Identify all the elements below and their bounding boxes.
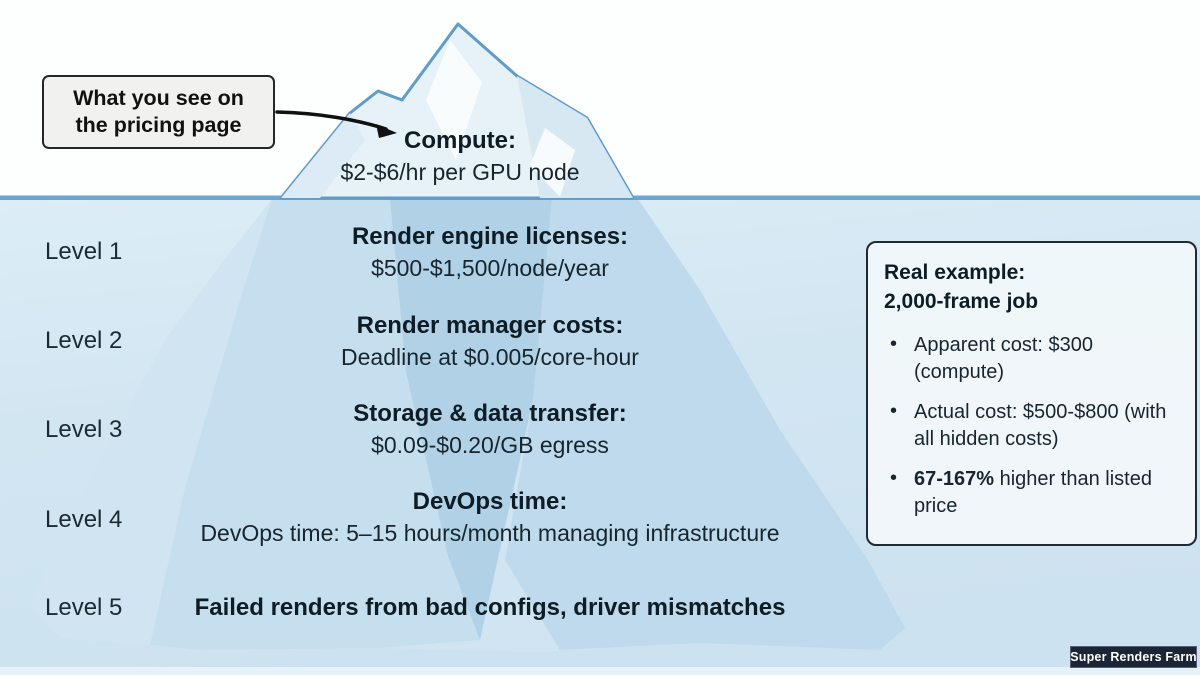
level-4-detail: DevOps time: 5–15 hours/month managing i…: [200, 520, 780, 546]
level-1-row: Render engine licenses: $500-$1,500/node…: [120, 222, 860, 283]
bullet-icon: •: [890, 333, 898, 355]
level-2-label: Level 2: [45, 327, 123, 354]
water-bottom-glow: [0, 667, 1200, 675]
arrow-icon: [275, 110, 397, 138]
iceberg-facet-left: [150, 199, 480, 650]
level-5-label: Level 5: [45, 594, 123, 621]
level-1-detail: $500-$1,500/node/year: [371, 255, 609, 281]
example-bullet-list: • Apparent cost: $300 (compute) • Actual…: [884, 332, 1179, 520]
tip-cost-block: Compute: $2-$6/hr per GPU node: [330, 126, 590, 187]
callout-line-2: the pricing page: [75, 113, 242, 137]
iceberg-tip-facet-shade-left: [281, 113, 365, 198]
level-4-heading: DevOps time:: [412, 488, 568, 515]
level-2-heading: Render manager costs:: [356, 312, 624, 339]
iceberg-tip-facet-white: [426, 40, 482, 160]
iceberg-tip-facet-white-2: [530, 128, 575, 197]
level-5-row: Failed renders from bad configs, driver …: [120, 593, 860, 623]
iceberg-facet-right: [505, 199, 905, 650]
example-title: Real example: 2,000-frame job: [884, 258, 1179, 316]
example-title-line-1: Real example:: [884, 261, 1026, 284]
level-3-row: Storage & data transfer: $0.09-$0.20/GB …: [120, 399, 860, 460]
level-3-label: Level 3: [45, 416, 123, 443]
level-1-label: Level 1: [45, 238, 123, 265]
tip-heading: Compute:: [404, 127, 516, 154]
level-4-label: Level 4: [45, 506, 123, 533]
example-bullet-apparent-cost: • Apparent cost: $300 (compute): [890, 333, 1094, 383]
level-3-heading: Storage & data transfer:: [353, 400, 627, 427]
level-5-heading: Failed renders from bad configs, driver …: [194, 594, 786, 621]
example-bullet-percent-higher: • 67-167% higher than listed price: [890, 467, 1152, 517]
level-4-row: DevOps time: DevOps time: 5–15 hours/mon…: [120, 487, 860, 548]
example-bullet-actual-cost: • Actual cost: $500-$800 (with all hidde…: [890, 400, 1167, 450]
level-1-heading: Render engine licenses:: [351, 223, 629, 250]
tip-subtitle: $2-$6/hr per GPU node: [340, 159, 580, 185]
callout-line-1: What you see on: [73, 86, 244, 110]
level-3-detail: $0.09-$0.20/GB egress: [371, 432, 609, 458]
brand-watermark: Super Renders Farm: [1070, 646, 1197, 668]
example-title-line-2: 2,000-frame job: [884, 290, 1039, 313]
real-example-box: Real example: 2,000-frame job • Apparent…: [866, 241, 1197, 546]
level-2-row: Render manager costs: Deadline at $0.005…: [120, 311, 860, 372]
bullet-icon: •: [890, 400, 898, 422]
level-2-detail: Deadline at $0.005/core-hour: [341, 344, 639, 370]
bullet-icon: •: [890, 467, 898, 489]
pricing-page-callout: What you see on the pricing page: [42, 75, 275, 149]
iceberg-facet-center: [390, 199, 552, 640]
